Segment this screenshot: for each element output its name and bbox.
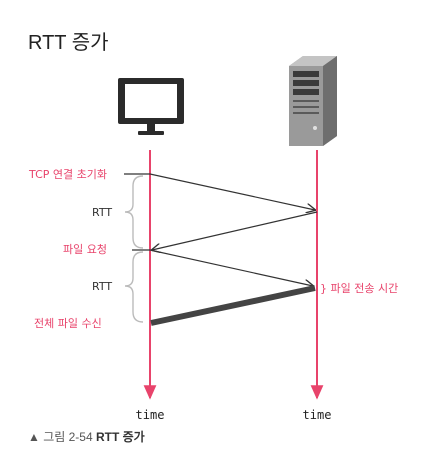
receive-whole-file-label: 전체 파일 수신 xyxy=(34,316,102,330)
syn-arrow xyxy=(124,173,315,210)
figure-caption: ▲ 그림 2-54 RTT 증가 xyxy=(28,428,145,445)
tcp-init-label: TCP 연결 초기화 xyxy=(28,168,107,181)
file-transfer-bar xyxy=(150,285,316,326)
rtt-brace-1 xyxy=(124,175,144,249)
monitor-icon xyxy=(118,78,184,135)
page-title: RTT 증가 xyxy=(28,32,109,54)
rtt-label-2: RTT xyxy=(92,280,112,293)
rtt-brace-2 xyxy=(124,251,144,323)
request-arrow xyxy=(132,249,313,286)
server-time-label: time xyxy=(303,408,332,422)
rtt-label-1: RTT xyxy=(92,206,112,219)
syn-ack-arrow xyxy=(152,211,318,250)
file-transfer-time-label: } 파일 전송 시간 xyxy=(320,281,398,295)
caption-prefix: ▲ 그림 2-54 xyxy=(28,430,96,444)
client-time-label: time xyxy=(136,408,165,422)
file-request-label: 파일 요청 xyxy=(63,242,107,256)
caption-emphasis: RTT 증가 xyxy=(95,430,145,444)
server-icon xyxy=(289,56,337,146)
